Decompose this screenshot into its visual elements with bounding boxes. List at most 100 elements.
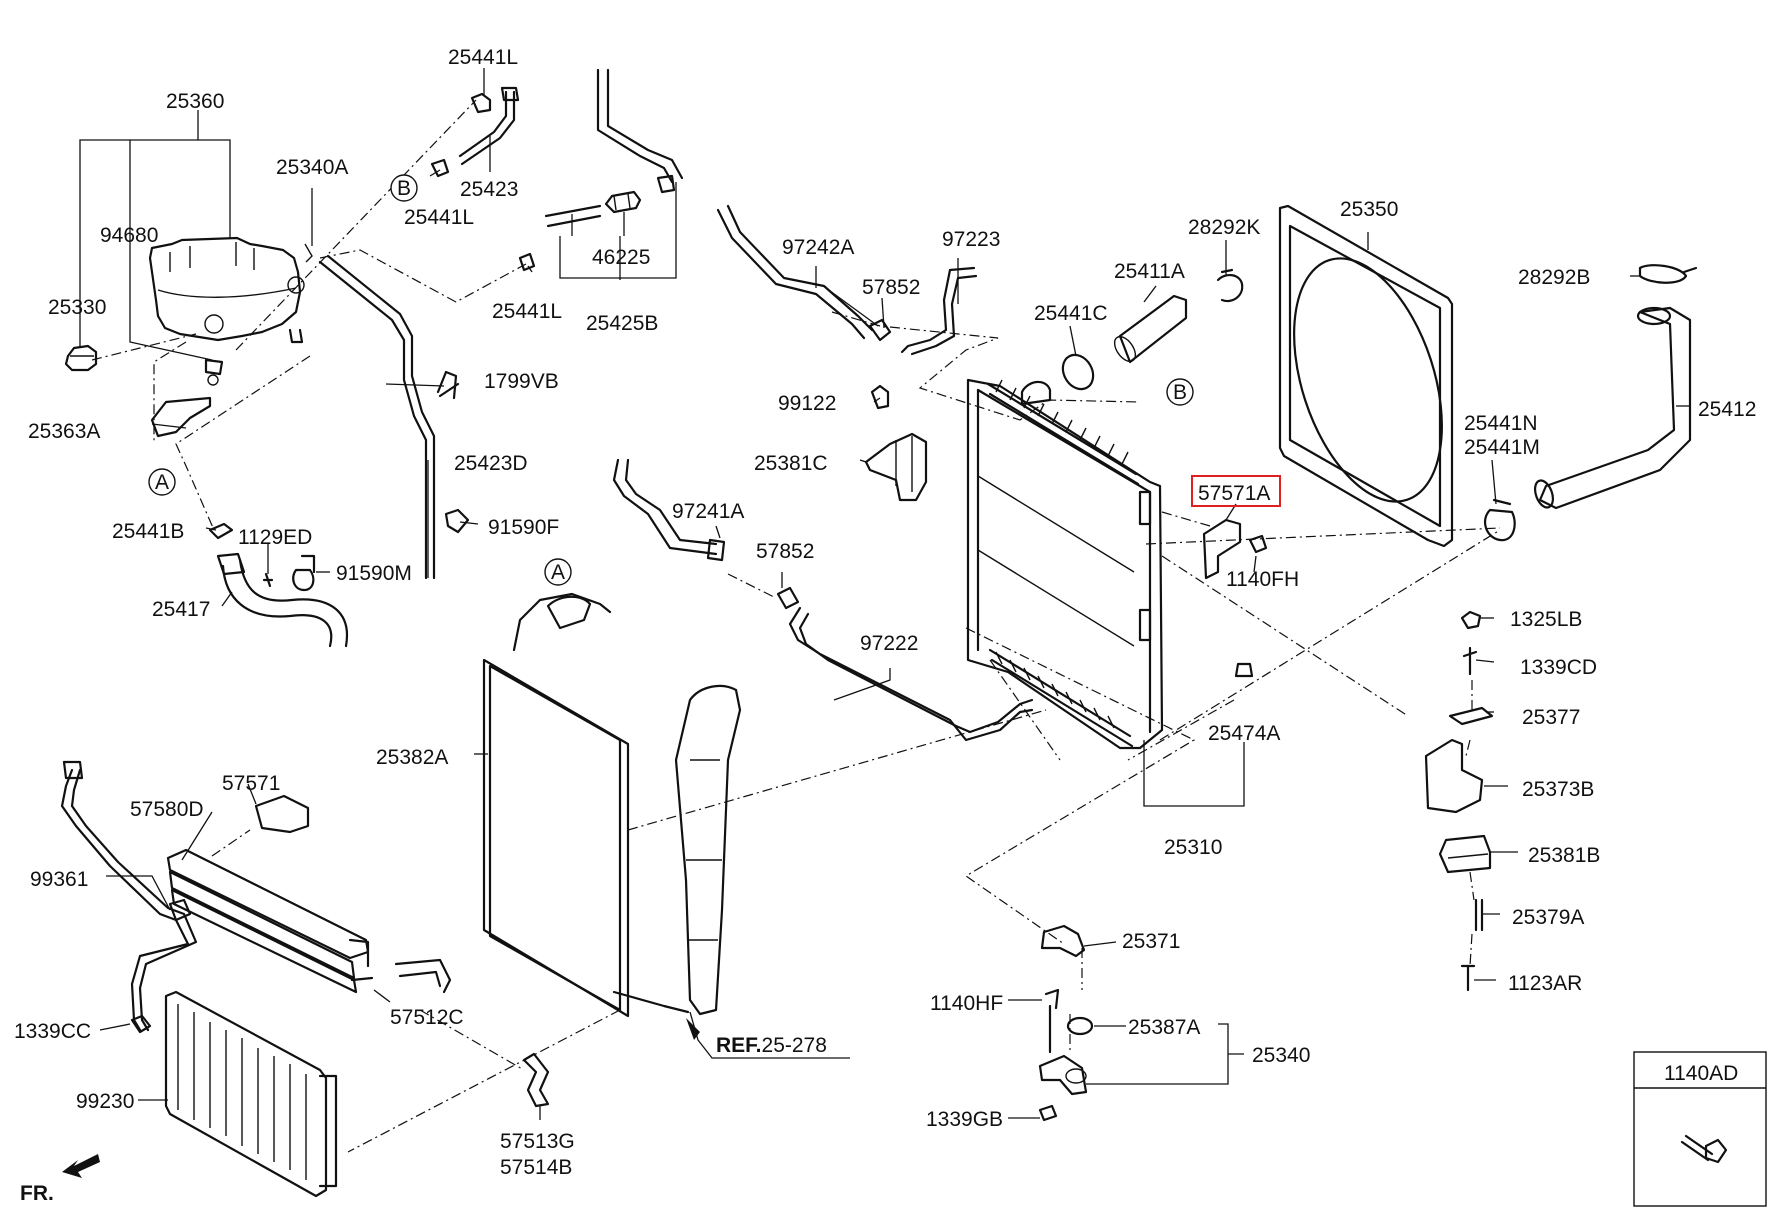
clamp-25441C	[1061, 353, 1095, 391]
label-25423D[interactable]: 25423D	[454, 452, 528, 475]
label-1140HF[interactable]: 1140HF	[930, 992, 1003, 1015]
ref-prefix: REF.	[716, 1034, 762, 1057]
label-99361[interactable]: 99361	[30, 868, 88, 891]
label-57513G[interactable]: 57513G	[500, 1130, 575, 1153]
assembly-lines	[91, 99, 1501, 1153]
label-57571[interactable]: 57571	[222, 772, 280, 795]
bolt-1123AR	[1460, 964, 1476, 992]
label-46225[interactable]: 46225	[592, 246, 650, 269]
label-25340A[interactable]: 25340A	[276, 156, 348, 179]
intercooler-25382A	[482, 592, 742, 1018]
label-57571A[interactable]: 57571A	[1198, 482, 1270, 505]
label-1140FH[interactable]: 1140FH	[1226, 568, 1299, 591]
label-57852-mid[interactable]: 57852	[756, 540, 814, 563]
bolt-1339CD	[1462, 646, 1478, 676]
label-25373B[interactable]: 25373B	[1522, 778, 1594, 801]
label-25371[interactable]: 25371	[1122, 930, 1180, 953]
label-57514B[interactable]: 57514B	[500, 1156, 572, 1179]
label-25411A[interactable]: 25411A	[1114, 260, 1185, 283]
label-1140AD[interactable]: 1140AD	[1664, 1062, 1738, 1085]
ref-label[interactable]: REF.25-278	[716, 1034, 827, 1057]
hose-25425B	[544, 68, 684, 228]
ref-arrow	[686, 1018, 700, 1040]
label-25382A[interactable]: 25382A	[376, 746, 448, 769]
label-25412[interactable]: 25412	[1698, 398, 1756, 421]
bolt-1129ED	[262, 572, 274, 588]
label-91590F[interactable]: 91590F	[488, 516, 559, 539]
hose-25423	[458, 86, 520, 166]
clip-1799VB	[436, 370, 460, 400]
label-25441L-low[interactable]: 25441L	[492, 300, 562, 323]
label-91590M[interactable]: 91590M	[336, 562, 412, 585]
label-25441L-top[interactable]: 25441L	[448, 46, 518, 69]
fan-shroud-25350	[1278, 204, 1454, 548]
label-25441B[interactable]: 25441B	[112, 520, 184, 543]
clamp-28292K	[1216, 268, 1244, 303]
label-25417[interactable]: 25417	[152, 598, 210, 621]
label-25360[interactable]: 25360	[166, 90, 224, 113]
valve-46225	[604, 190, 642, 214]
label-97242A[interactable]: 97242A	[782, 236, 854, 259]
label-57512C[interactable]: 57512C	[390, 1006, 464, 1029]
pipe-99361	[60, 760, 198, 1032]
label-25441C[interactable]: 25441C	[1034, 302, 1108, 325]
label-97241A[interactable]: 97241A	[672, 500, 744, 523]
label-99230[interactable]: 99230	[76, 1090, 134, 1113]
label-25310[interactable]: 25310	[1164, 836, 1222, 859]
label-28292B[interactable]: 28292B	[1518, 266, 1590, 289]
label-25423[interactable]: 25423	[460, 178, 518, 201]
legend-box-1140AD[interactable]	[1633, 1051, 1767, 1207]
callout-a-lower: A	[148, 468, 176, 496]
label-25377[interactable]: 25377	[1522, 706, 1580, 729]
label-25474A[interactable]: 25474A	[1208, 722, 1280, 745]
label-1123AR[interactable]: 1123AR	[1508, 972, 1582, 995]
label-25381B[interactable]: 25381B	[1528, 844, 1600, 867]
part-labels: 25441L 25360 25340A 25423 25441L 94680 2…	[14, 46, 1756, 1179]
nut-1325LB	[1460, 610, 1482, 630]
front-label: FR.	[20, 1182, 54, 1205]
hose-57513G	[522, 1052, 550, 1108]
label-97223[interactable]: 97223	[942, 228, 1000, 251]
bolt-1140HF	[1044, 988, 1060, 1054]
ref-number: 25-278	[762, 1034, 827, 1057]
label-1325LB[interactable]: 1325LB	[1510, 608, 1582, 631]
label-94680[interactable]: 94680	[100, 224, 158, 247]
label-25340[interactable]: 25340	[1252, 1044, 1310, 1067]
label-25381C[interactable]: 25381C	[754, 452, 828, 475]
label-57580D[interactable]: 57580D	[130, 798, 204, 821]
label-1799VB[interactable]: 1799VB	[484, 370, 559, 393]
label-25363A[interactable]: 25363A	[28, 420, 100, 443]
label-25441N[interactable]: 25441N	[1464, 412, 1538, 435]
label-25387A[interactable]: 25387A	[1128, 1016, 1200, 1039]
bracket-57571	[254, 794, 310, 834]
bracket-25363A	[150, 396, 212, 438]
label-1129ED[interactable]: 1129ED	[238, 526, 312, 549]
label-1339CD[interactable]: 1339CD	[1520, 656, 1597, 679]
label-99122[interactable]: 99122	[778, 392, 836, 415]
label-57852-top[interactable]: 57852	[862, 276, 920, 299]
label-25425B[interactable]: 25425B	[586, 312, 658, 335]
clip-25441L-top	[470, 92, 492, 114]
clamp-91590M	[292, 554, 316, 592]
callout-a-lower-label: A	[155, 471, 169, 494]
label-97222[interactable]: 97222	[860, 632, 918, 655]
label-1339GB[interactable]: 1339GB	[926, 1108, 1003, 1131]
label-28292K[interactable]: 28292K	[1188, 216, 1260, 239]
bracket-99122	[870, 384, 890, 410]
condenser-99230	[164, 990, 338, 1198]
label-25379A[interactable]: 25379A	[1512, 906, 1584, 929]
reservoir-cap-25330	[64, 344, 98, 372]
label-25441M[interactable]: 25441M	[1464, 436, 1540, 459]
sensor-94680	[204, 358, 224, 386]
label-25330[interactable]: 25330	[48, 296, 106, 319]
clip-25441L-low	[518, 252, 536, 272]
label-25350[interactable]: 25350	[1340, 198, 1398, 221]
hose-25411A	[1113, 294, 1188, 364]
radiator-25310-drawing	[966, 378, 1164, 750]
plug-25474A	[1234, 662, 1254, 678]
clip-25441B	[208, 522, 234, 540]
label-1339CC[interactable]: 1339CC	[14, 1020, 91, 1043]
highlight-box-57571A	[1191, 475, 1281, 507]
label-25441L-mid[interactable]: 25441L	[404, 206, 474, 229]
